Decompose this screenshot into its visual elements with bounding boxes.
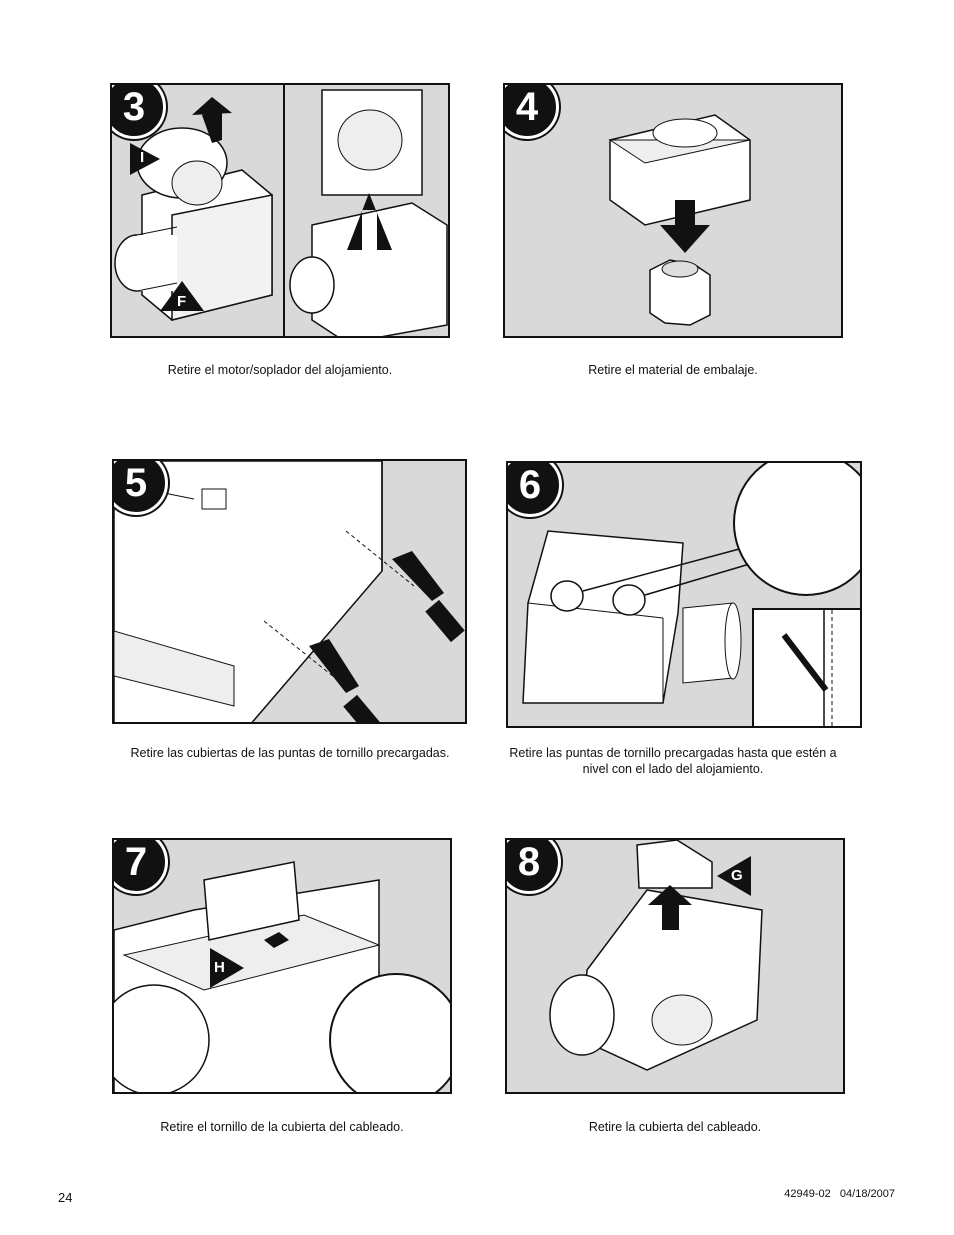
screw-detail-inset (752, 608, 860, 726)
page-number: 24 (58, 1190, 73, 1205)
step-8-illustration: 8 G (505, 838, 845, 1094)
step-8-caption: Retire la cubierta del cableado. (588, 1120, 762, 1134)
step-5-caption: Retire las cubiertas de las puntas de to… (130, 746, 450, 760)
step-6-caption: Retire las puntas de tornillo precargada… (509, 746, 837, 776)
callout-label-i: I (140, 149, 145, 166)
step-4-illustration: 4 (503, 83, 843, 338)
callout-label-h: H (214, 959, 225, 976)
step-7-caption: Retire el tornillo de la cubierta del ca… (160, 1120, 404, 1134)
document-code: 42949-02 04/18/2007 (784, 1188, 895, 1200)
step-7-illustration: 7 H (112, 838, 452, 1094)
step-4-caption: Retire el material de embalaje. (588, 363, 758, 377)
callout-label-f: F (177, 293, 187, 310)
callout-triangle-h (210, 948, 244, 988)
step-number-badge: 3 (112, 85, 166, 139)
callout-triangle-i (130, 143, 160, 175)
step-3-illustration: 3 I F (110, 83, 450, 338)
step-3-caption: Retire el motor/soplador del alojamiento… (167, 363, 393, 377)
callout-triangle-f (160, 281, 204, 311)
step-6-illustration: 6 (506, 461, 862, 728)
callout-label-g: G (731, 867, 743, 884)
step-5-illustration: 5 (112, 459, 467, 724)
